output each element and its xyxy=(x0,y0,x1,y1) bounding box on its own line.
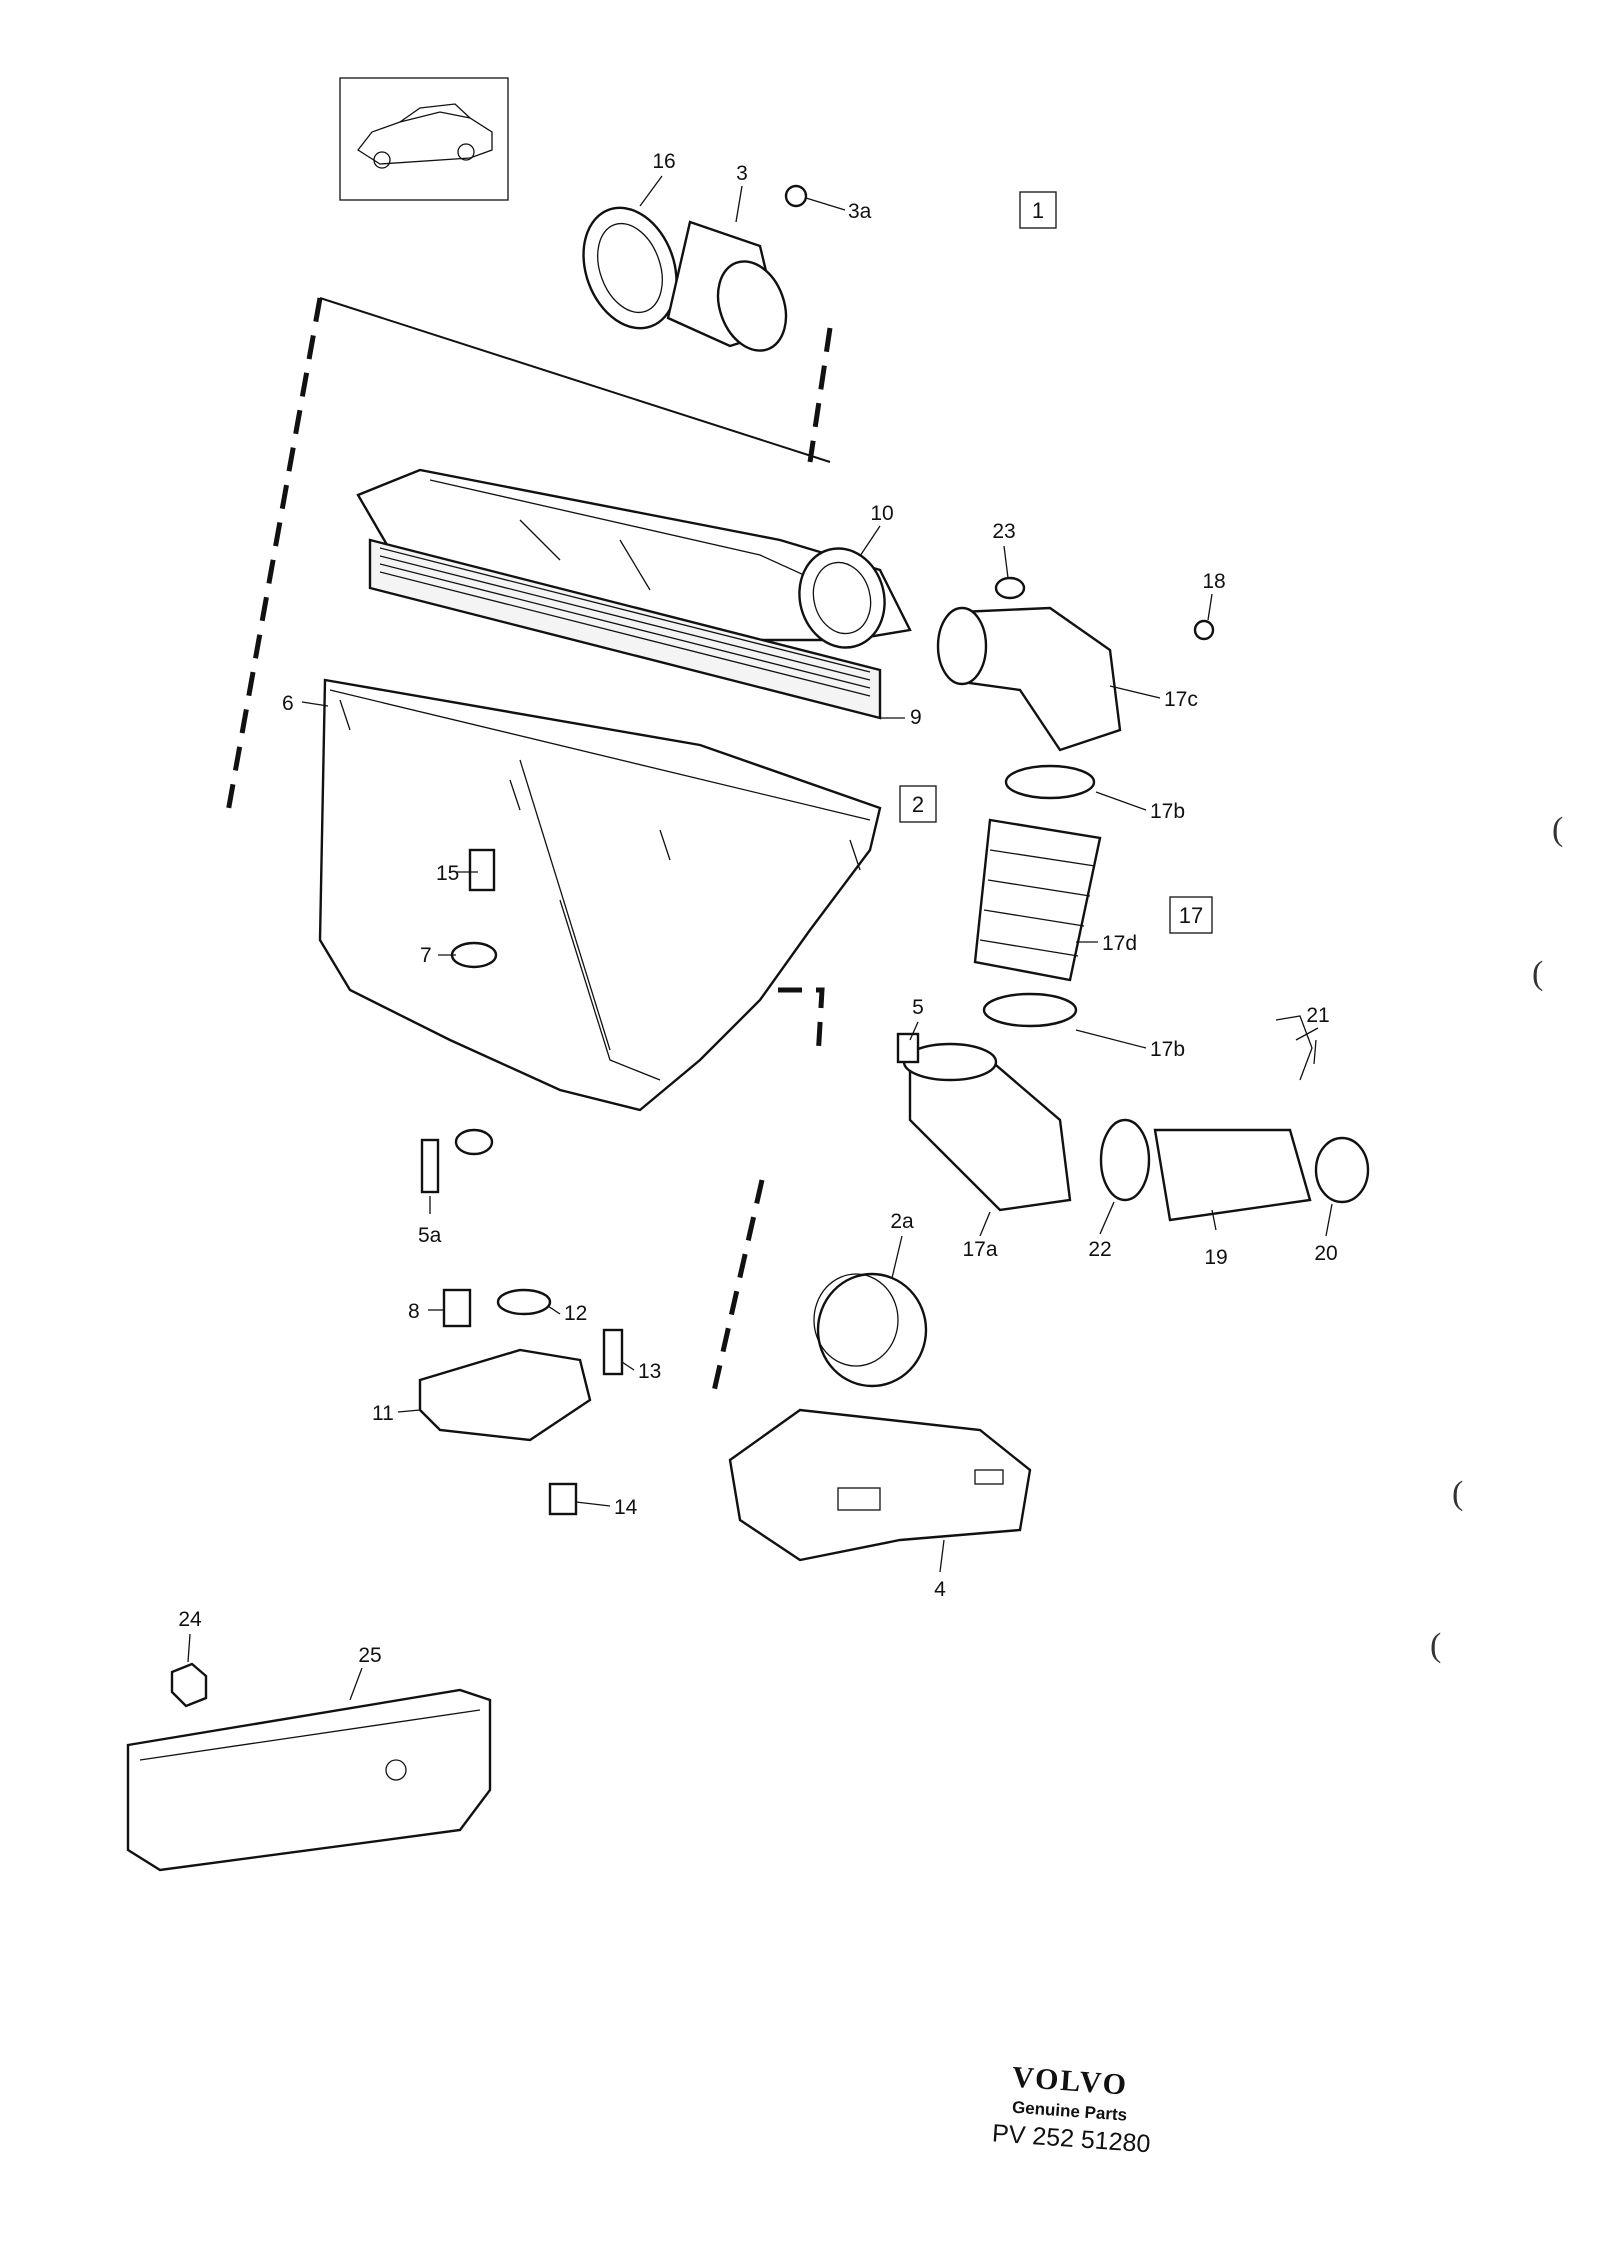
callout-labels: 16 3 3a 10 23 18 17c 9 6 17b 15 17d 7 5 … xyxy=(178,150,1337,1667)
small-fasteners xyxy=(420,848,920,1194)
callout-17b-top: 17b xyxy=(1150,800,1185,823)
callout-11: 11 xyxy=(372,1402,394,1425)
cap-2a xyxy=(813,1272,928,1388)
vehicle-thumbnail xyxy=(339,77,509,201)
lower-elbow-17a xyxy=(902,1015,1370,1222)
callout-13: 13 xyxy=(638,1360,661,1383)
box-label-2: 2 xyxy=(899,785,937,823)
svg-text:(: ( xyxy=(1552,811,1563,848)
callout-10: 10 xyxy=(870,502,893,525)
brand-name: VOLVO xyxy=(1011,2061,1129,2102)
callout-5: 5 xyxy=(912,996,924,1019)
intake-tube-3 xyxy=(666,184,808,352)
part-code: PV 252 51280 xyxy=(991,2119,1151,2158)
elbow-hose-17c xyxy=(936,576,1215,752)
box-label-1: 1 xyxy=(1019,191,1057,229)
callout-19: 19 xyxy=(1204,1246,1227,1269)
footer-branding: VOLVO Genuine Parts PV 252 51280 xyxy=(991,2061,1151,2159)
callout-23: 23 xyxy=(992,520,1015,543)
callout-21: 21 xyxy=(1306,1004,1329,1027)
svg-text:1: 1 xyxy=(1032,198,1044,223)
callout-leaders xyxy=(187,175,1333,1701)
callout-17c: 17c xyxy=(1164,688,1198,711)
callout-17b-bottom: 17b xyxy=(1150,1038,1185,1061)
callout-5a: 5a xyxy=(418,1224,442,1247)
callout-12: 12 xyxy=(564,1302,587,1325)
callout-20: 20 xyxy=(1314,1242,1337,1265)
callout-25: 25 xyxy=(358,1644,381,1667)
bellows-17d xyxy=(973,764,1102,1028)
callout-17a: 17a xyxy=(962,1238,997,1261)
callout-2a: 2a xyxy=(890,1210,914,1233)
margin-marks: ( ( ( ( xyxy=(1430,811,1563,1664)
svg-text:(: ( xyxy=(1430,1627,1441,1664)
callout-16: 16 xyxy=(652,150,675,173)
callout-7: 7 xyxy=(420,944,432,967)
heat-shield-25 xyxy=(126,1662,492,1872)
callout-3a: 3a xyxy=(848,200,872,223)
svg-text:(: ( xyxy=(1452,1475,1463,1512)
callout-14: 14 xyxy=(614,1496,638,1519)
mount-bracket-11 xyxy=(418,1288,624,1516)
duct-4 xyxy=(728,1408,1032,1562)
callout-17d: 17d xyxy=(1102,932,1137,955)
callout-22: 22 xyxy=(1088,1238,1111,1261)
callout-24: 24 xyxy=(178,1608,202,1631)
callout-8: 8 xyxy=(408,1300,420,1323)
svg-text:(: ( xyxy=(1532,955,1543,992)
svg-text:17: 17 xyxy=(1179,903,1203,928)
dashed-assembly-lines xyxy=(225,297,833,1401)
callout-15: 15 xyxy=(436,862,459,885)
callout-6: 6 xyxy=(282,692,294,715)
callout-4: 4 xyxy=(934,1578,946,1601)
svg-text:2: 2 xyxy=(912,792,924,817)
filter-lower-housing xyxy=(318,678,882,1156)
box-label-17: 17 xyxy=(1169,896,1213,934)
callout-3: 3 xyxy=(736,162,748,185)
callout-18: 18 xyxy=(1202,570,1225,593)
brand-tagline: Genuine Parts xyxy=(1011,2098,1127,2125)
intake-ring-16 xyxy=(582,206,678,330)
callout-9: 9 xyxy=(910,706,922,729)
